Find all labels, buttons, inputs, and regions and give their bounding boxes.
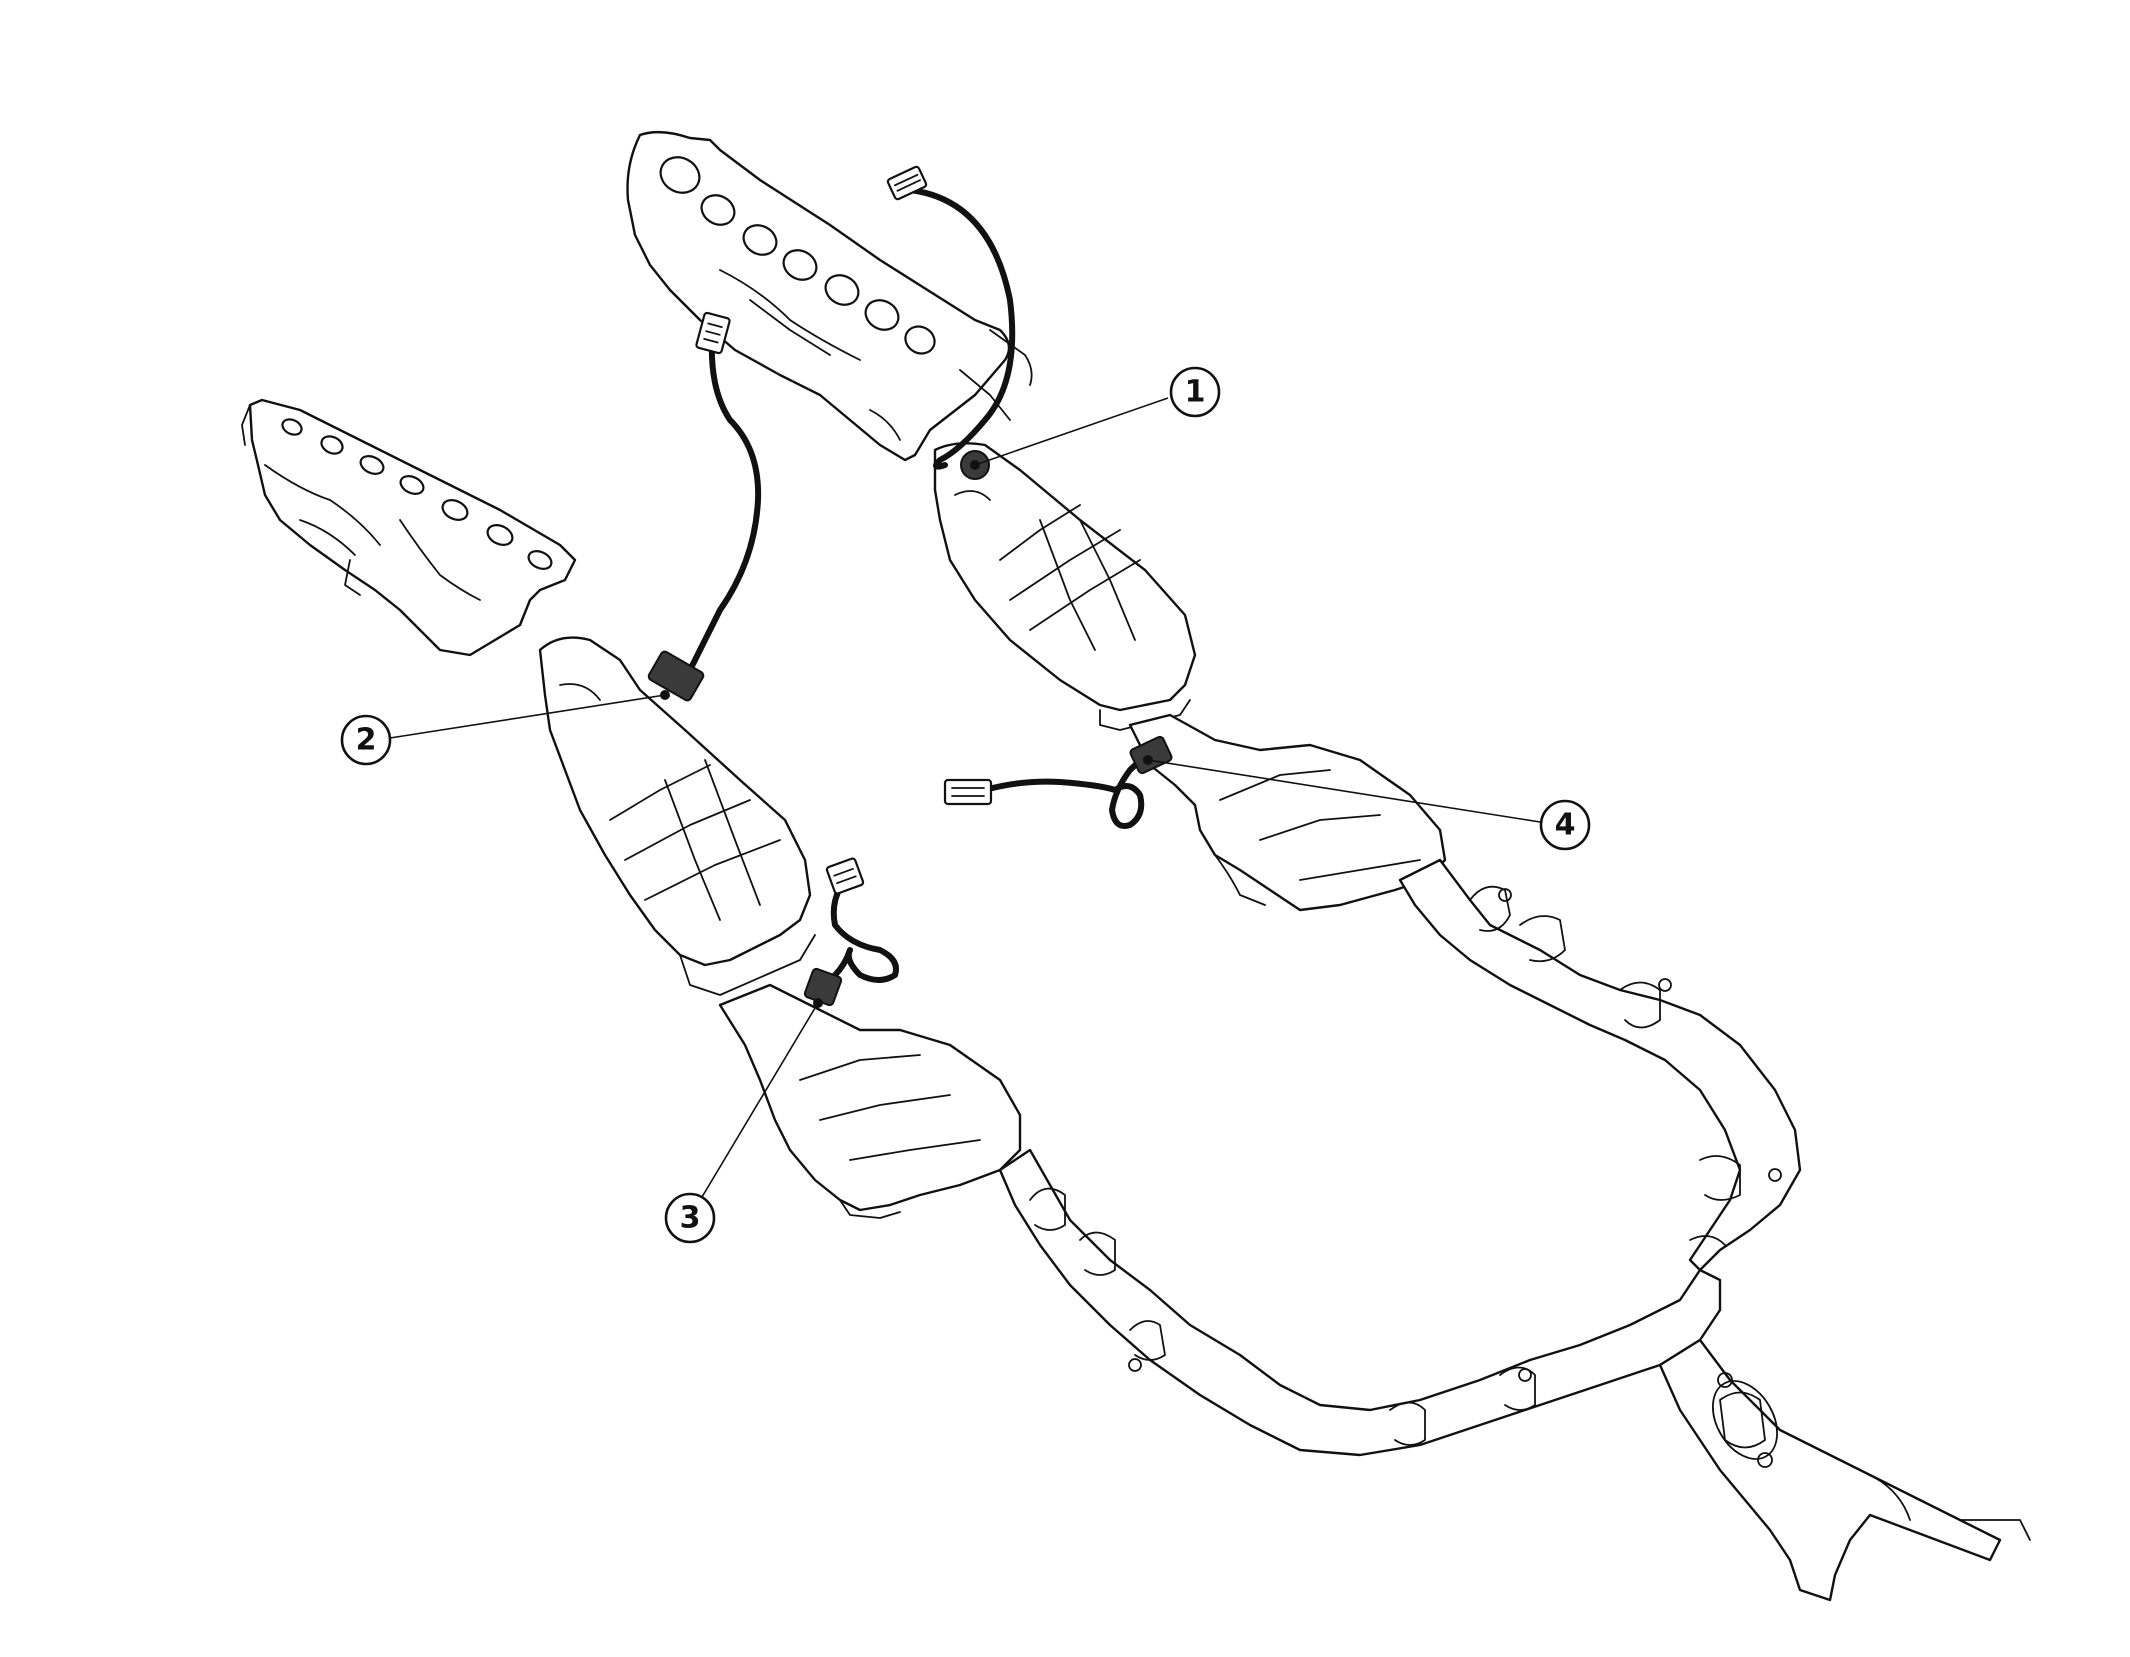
left-front-catalyst [538,636,816,996]
callout-4-leader [1147,759,1541,823]
right-exhaust-manifold [626,130,1033,462]
tail-pipe [1658,1338,2031,1602]
callout-2: 2 [340,714,392,766]
callout-1: 1 [1169,366,1221,418]
callout-3: 3 [664,1192,716,1244]
right-front-catalyst [933,442,1197,731]
right-exhaust-pipe [1398,858,1802,1272]
callout-2-leader [389,694,666,739]
left-exhaust-manifold [241,398,577,657]
right-manifold-ports [659,156,936,355]
callout-2-label: 2 [356,723,377,758]
callout-1-label: 1 [1185,375,1206,410]
callout-1-leader [974,397,1169,466]
callout-3-leader [701,1002,819,1198]
right-rear-catalyst [1128,713,1447,912]
left-rear-catalyst [718,983,1022,1219]
left-manifold-ports [281,418,553,570]
left-exhaust-pipe [998,1148,1722,1457]
oxygen-sensor-2 [647,311,762,702]
oxygen-sensor-1 [886,165,1016,480]
callout-3-label: 3 [680,1201,701,1236]
oxygen-sensor-4 [943,735,1173,829]
oxygen-sensor-3 [803,857,899,1008]
callout-4: 4 [1539,799,1591,851]
callout-4-label: 4 [1555,808,1576,843]
